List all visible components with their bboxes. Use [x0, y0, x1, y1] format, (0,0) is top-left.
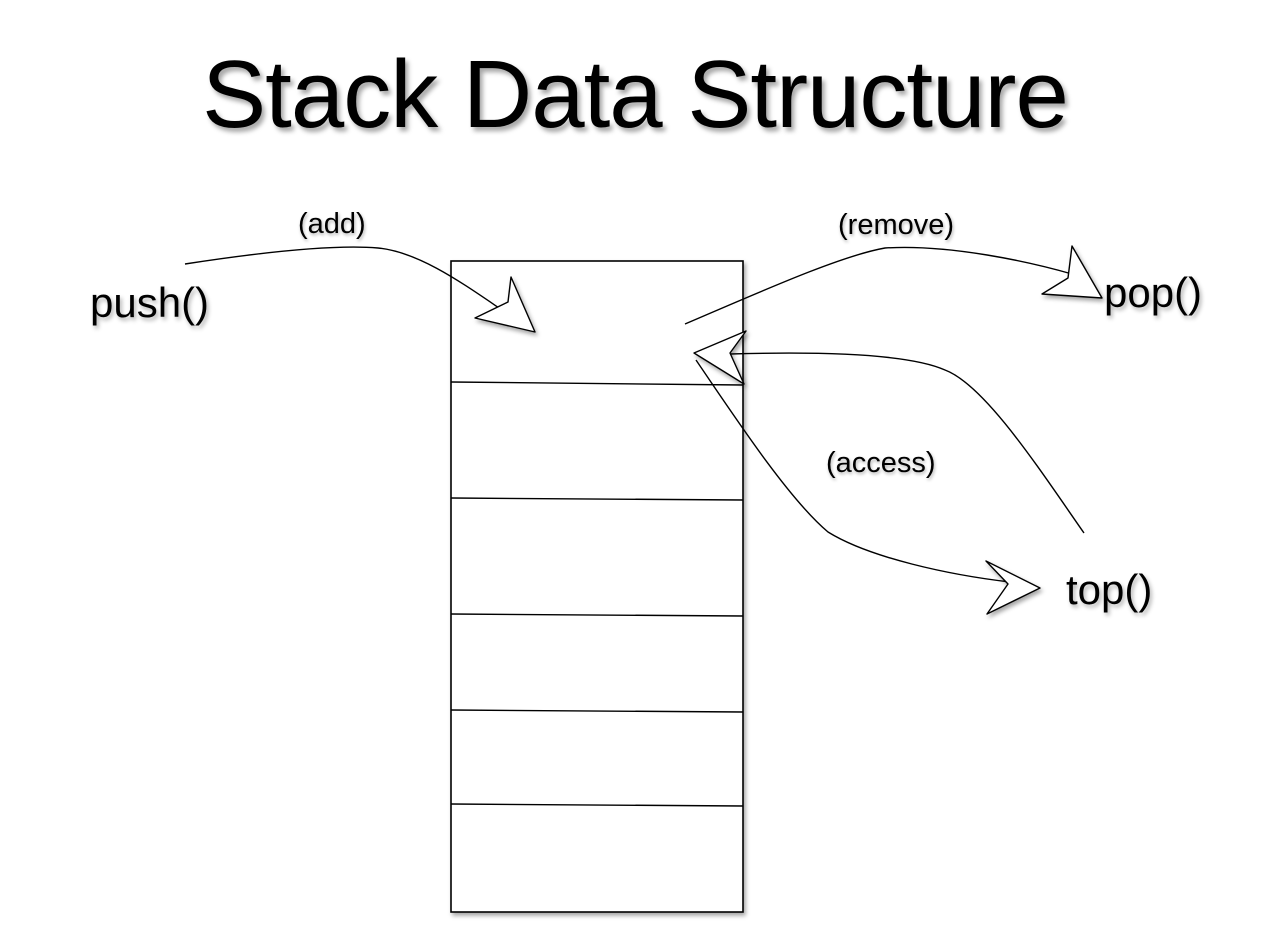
pop-operation-label: pop()	[1104, 269, 1203, 316]
stack-outline	[450, 260, 744, 913]
stack-divider	[450, 381, 744, 386]
pop-arrow	[684, 245, 1103, 325]
stack-divider	[450, 803, 744, 807]
top-access-arrowhead	[693, 330, 747, 385]
stack-divider	[450, 497, 744, 501]
push-arrowhead	[474, 276, 536, 333]
top-return-arrow-line	[695, 359, 1011, 583]
push-arrow-line	[184, 246, 506, 313]
stack-divider	[450, 709, 744, 713]
pop-note-label: (remove)	[838, 209, 955, 241]
top-operation-label: top()	[1066, 566, 1153, 613]
stack-container	[450, 260, 744, 913]
stack-divider	[450, 613, 744, 617]
top-access-arrow	[693, 330, 1085, 534]
slide-title: Stack Data Structure	[202, 41, 1069, 148]
top-note-label: (access)	[826, 447, 936, 479]
pop-arrowhead	[1041, 245, 1103, 299]
pop-arrow-line	[684, 246, 1073, 325]
push-operation-label: push()	[90, 279, 210, 326]
top-access-arrow-line	[729, 352, 1085, 534]
push-note-label: (add)	[298, 208, 366, 240]
top-return-arrow	[695, 359, 1041, 615]
top-return-arrowhead	[985, 560, 1041, 615]
push-arrow	[184, 246, 536, 333]
